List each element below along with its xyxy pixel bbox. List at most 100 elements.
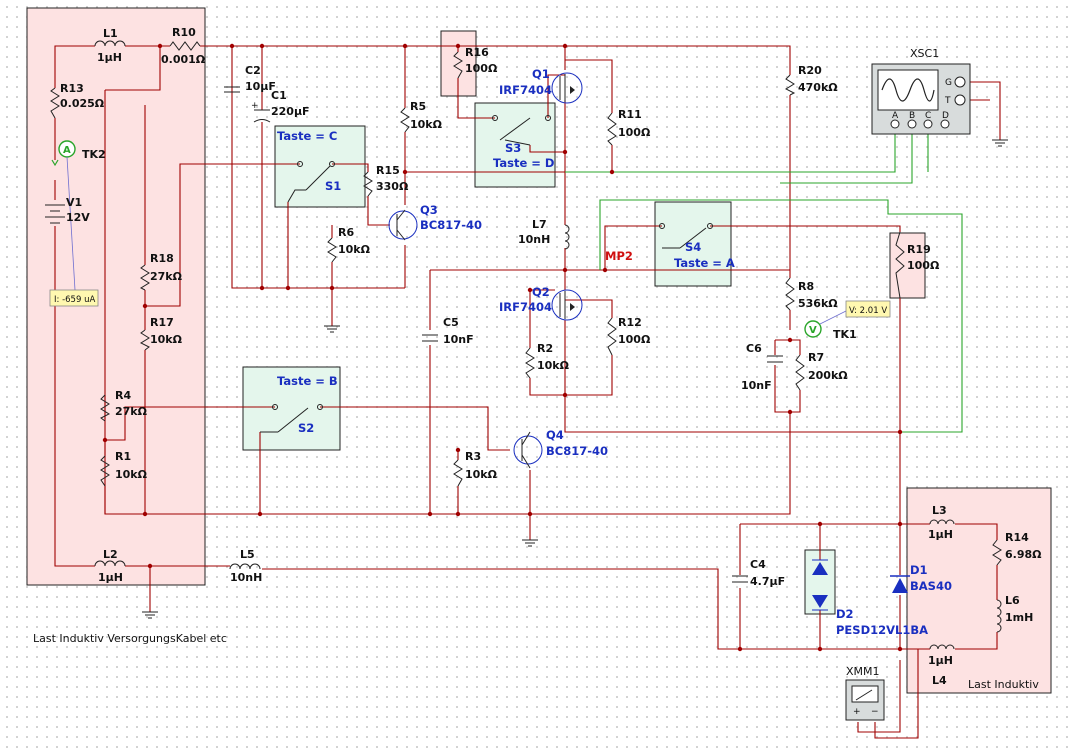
s4-box[interactable] <box>654 201 732 287</box>
r15-symbol <box>363 171 373 197</box>
r20-symbol <box>784 74 796 96</box>
s2-key: Taste = B <box>277 374 338 388</box>
r17-value: 10kΩ <box>150 333 183 346</box>
r10-value: 0.001Ω <box>161 53 206 66</box>
r13-ref: R13 <box>60 82 84 95</box>
r12-symbol <box>607 317 617 356</box>
l7-value: 10nH <box>518 233 550 246</box>
r8-value: 536kΩ <box>798 297 838 310</box>
r15-value: 330Ω <box>376 180 409 193</box>
l7-symbol <box>564 224 570 250</box>
r6-ref: R6 <box>338 226 354 239</box>
r17-symbol <box>139 329 150 351</box>
r11-ref: R11 <box>618 108 642 121</box>
r18-value: 27kΩ <box>150 270 183 283</box>
r3-symbol <box>453 459 463 487</box>
switch-s4[interactable] <box>659 223 713 249</box>
l4-value: 1µH <box>928 654 953 667</box>
c1-value: 220µF <box>271 105 310 118</box>
q1-ref: Q1 <box>532 67 550 81</box>
q2-ref: Q2 <box>532 285 550 299</box>
ammeter-symbol: A <box>63 145 71 156</box>
switch-s1[interactable] <box>287 161 335 203</box>
svg-text:+: + <box>251 101 259 111</box>
oscilloscope-xsc1[interactable] <box>871 63 971 135</box>
r14-symbol <box>992 539 1002 566</box>
l2-symbol <box>94 560 126 567</box>
tk1-reading: V: 2.01 V <box>849 306 887 316</box>
r19-value: 100Ω <box>907 259 940 272</box>
capacitor-symbols: + <box>224 86 783 583</box>
r5-value: 10kΩ <box>410 118 443 131</box>
diode-d1-symbol <box>890 575 910 593</box>
svg-text:+: + <box>853 707 861 717</box>
inductor-symbols <box>94 40 1002 650</box>
l4-ref: L4 <box>932 674 947 687</box>
battery-v1-symbol <box>45 204 65 224</box>
switch-s2[interactable] <box>260 404 323 433</box>
component-labels: L1 1µH R10 0.001Ω R13 0.025Ω TK2 V1 12V … <box>33 26 1042 691</box>
s2-box[interactable] <box>242 366 341 451</box>
r2-symbol <box>525 347 535 379</box>
probe-tk1[interactable]: V <box>804 309 849 338</box>
l7-ref: L7 <box>532 218 547 231</box>
scope-pin-b: B <box>909 111 915 121</box>
scope-pin-c: C <box>925 111 931 121</box>
r4-ref: R4 <box>115 389 131 402</box>
s1-box[interactable] <box>274 125 366 208</box>
probe-tk2[interactable]: A <box>51 140 76 291</box>
l1-symbol <box>94 40 126 47</box>
v1-value: 12V <box>66 211 90 224</box>
r11-value: 100Ω <box>618 126 651 139</box>
tk2-reading: I: -659 uA <box>54 295 95 305</box>
scope-wires <box>565 130 963 433</box>
r15-ref: R15 <box>376 164 400 177</box>
c5-ref: C5 <box>443 316 459 329</box>
c4-ref: C4 <box>750 558 766 571</box>
switch-s3[interactable] <box>492 115 551 146</box>
sine-wave-icon <box>881 78 935 102</box>
r18-ref: R18 <box>150 252 174 265</box>
mp2-label: MP2 <box>605 249 633 263</box>
r14-value: 6.98Ω <box>1005 548 1042 561</box>
d2-ref: D2 <box>836 607 854 621</box>
c1-ref: C1 <box>271 89 287 102</box>
junction-dots <box>102 43 903 652</box>
v1-ref: V1 <box>66 196 82 209</box>
r16-value: 100Ω <box>465 62 498 75</box>
c2-value: 10µF <box>245 80 276 93</box>
d1-ref: D1 <box>910 563 928 577</box>
q4-value: BC817-40 <box>546 444 608 458</box>
s4-key: Taste = A <box>674 256 735 270</box>
r12-value: 100Ω <box>618 333 651 346</box>
c6-value: 10nF <box>741 379 772 392</box>
l5-symbol <box>229 563 261 570</box>
r7-value: 200kΩ <box>808 369 848 382</box>
scope-pin-g: G <box>945 78 952 88</box>
l5-ref: L5 <box>240 548 255 561</box>
r1-value: 10kΩ <box>115 468 148 481</box>
r18-symbol <box>139 264 150 291</box>
l6-value: 1mH <box>1005 611 1033 624</box>
r19-symbol <box>895 231 905 299</box>
s3-box[interactable] <box>474 102 556 188</box>
l3-value: 1µH <box>928 528 953 541</box>
bjt-q3-symbol <box>388 209 418 241</box>
r16-symbol <box>453 51 463 79</box>
load-note: Last Induktiv <box>968 678 1039 691</box>
multimeter-xmm1[interactable]: + − <box>845 679 885 721</box>
r3-value: 10kΩ <box>465 468 498 481</box>
r3-ref: R3 <box>465 450 481 463</box>
r13-symbol <box>50 87 60 119</box>
r6-symbol <box>327 237 337 263</box>
voltmeter-symbol: V <box>809 325 817 336</box>
r5-symbol <box>400 107 410 133</box>
r10-ref: R10 <box>172 26 196 39</box>
r17-ref: R17 <box>150 316 174 329</box>
r10-symbol <box>169 41 201 51</box>
l4-symbol <box>929 644 955 650</box>
q3-ref: Q3 <box>420 203 438 217</box>
r20-ref: R20 <box>798 64 822 77</box>
